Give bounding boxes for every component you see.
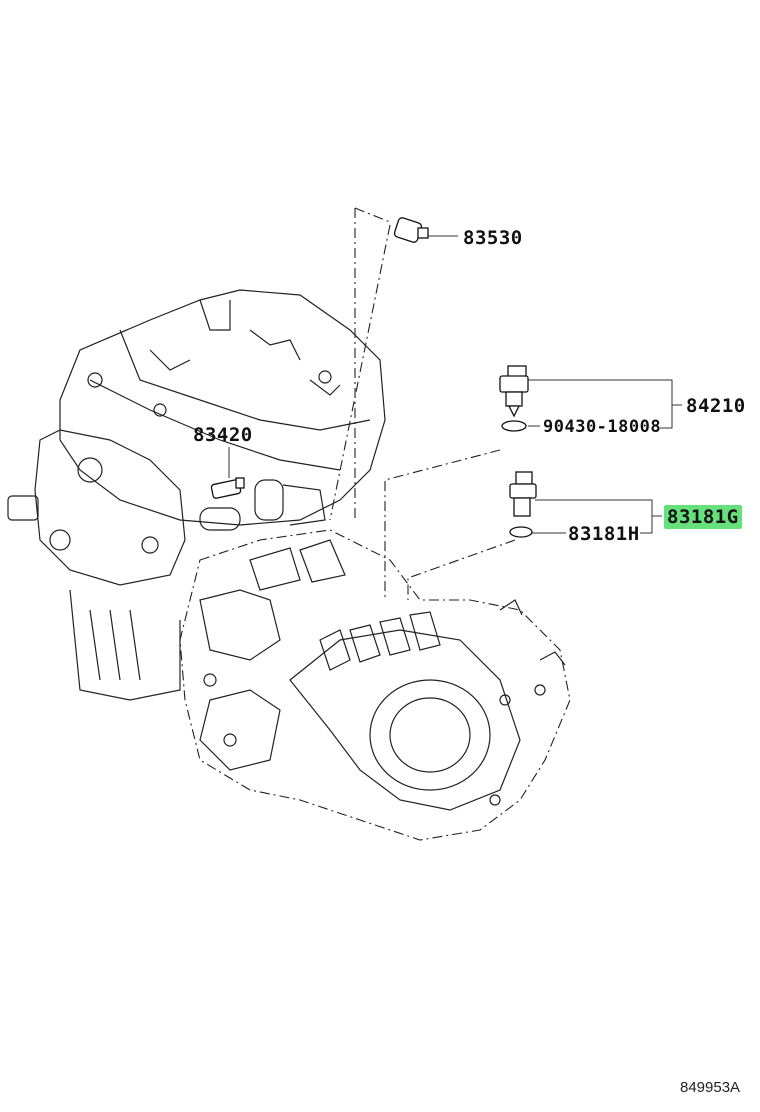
sensor-83530 <box>393 217 429 243</box>
part-label-83420[interactable]: 83420 <box>193 424 253 446</box>
leader-lines <box>228 207 682 600</box>
part-label-83181G-highlighted[interactable]: 83181G <box>664 505 742 529</box>
sensor-83420 <box>210 477 245 499</box>
part-label-83530[interactable]: 83530 <box>463 227 523 249</box>
part-label-83181H[interactable]: 83181H <box>568 523 640 545</box>
diagram-id-label: 849953A <box>680 1079 741 1096</box>
sensor-84210 <box>499 365 529 432</box>
sensor-83181G <box>509 471 537 538</box>
part-label-84210[interactable]: 84210 <box>686 395 746 417</box>
part-label-90430-18008[interactable]: 90430-18008 <box>543 417 662 437</box>
engine-block <box>7 289 386 701</box>
transmission-case <box>179 529 571 841</box>
